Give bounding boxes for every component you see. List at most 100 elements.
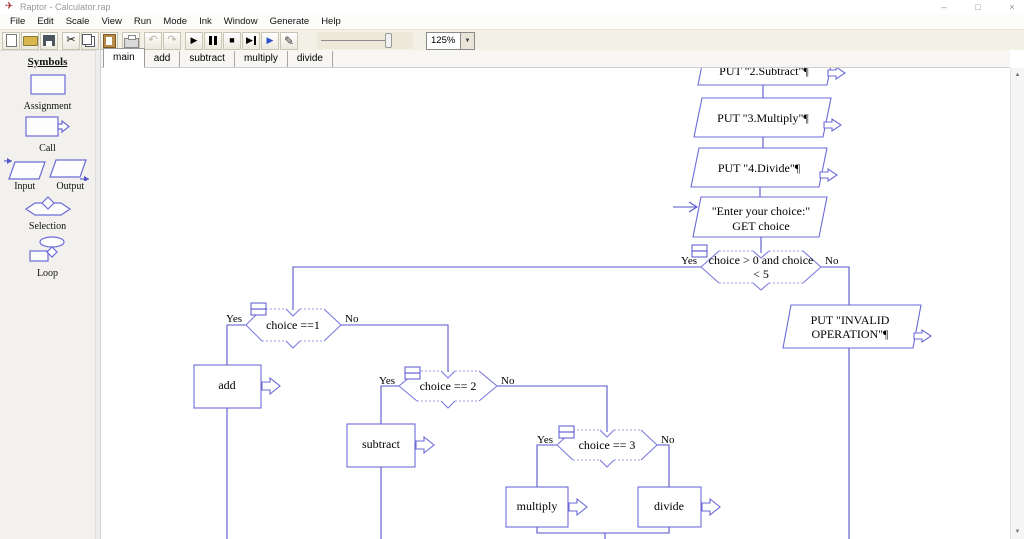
menu-ink[interactable]: Ink: [199, 16, 212, 27]
output-arrow-icon: [827, 68, 846, 80]
menu-generate[interactable]: Generate: [269, 16, 310, 27]
cut-button[interactable]: ✂: [62, 31, 80, 50]
copy-button[interactable]: [81, 31, 99, 50]
flow-text: PUT "3.Multiply"¶: [717, 111, 809, 125]
menu-mode[interactable]: Mode: [163, 16, 188, 27]
stop-button[interactable]: ■: [223, 31, 241, 50]
flow-input-get-choice[interactable]: [692, 196, 828, 238]
symbol-call[interactable]: Call: [0, 116, 95, 154]
close-icon[interactable]: ×: [1009, 2, 1015, 12]
flow-decision-2[interactable]: choice == 2: [398, 366, 498, 409]
symbol-loop[interactable]: Loop: [0, 236, 95, 279]
print-button[interactable]: [122, 31, 140, 50]
pause-button[interactable]: [204, 31, 222, 50]
output-shape-icon: [49, 159, 90, 181]
panel-divider[interactable]: [95, 50, 101, 539]
stop-icon: ■: [229, 35, 235, 45]
connector-no-3: [657, 444, 670, 487]
speed-slider[interactable]: [317, 32, 413, 49]
input-shape-icon: [3, 158, 46, 180]
flow-text: PUT "INVALID: [811, 313, 890, 327]
flow-text: OPERATION"¶: [811, 327, 889, 341]
tab-subtract[interactable]: subtract: [180, 51, 235, 67]
no-label: No: [345, 313, 359, 325]
slider-track[interactable]: [321, 40, 387, 41]
flow-call-divide[interactable]: [637, 486, 702, 528]
scroll-up-icon[interactable]: ▲: [1014, 72, 1021, 78]
step-button[interactable]: ▶: [242, 31, 260, 50]
yes-label: Yes: [681, 255, 697, 267]
connector: [759, 85, 764, 253]
flow-call-add[interactable]: [193, 364, 262, 409]
scroll-down-icon[interactable]: ▼: [1014, 529, 1021, 535]
undo-icon: ↶: [148, 34, 158, 46]
save-floppy-icon: [43, 35, 55, 46]
menu-view[interactable]: View: [101, 16, 122, 27]
tab-divide[interactable]: divide: [288, 51, 333, 67]
tab-add[interactable]: add: [145, 51, 181, 67]
flow-decision-range[interactable]: choice > 0 and choice < 5: [691, 244, 822, 291]
no-label: No: [825, 255, 839, 267]
call-arrow-icon: [701, 498, 721, 516]
menu-edit[interactable]: Edit: [37, 16, 54, 27]
window-controls: – □ ×: [938, 0, 1018, 14]
flow-call-multiply[interactable]: [505, 486, 569, 528]
flow-text: multiply: [517, 499, 558, 513]
undo-button[interactable]: ↶: [144, 31, 162, 50]
step-icon: ▶: [246, 36, 256, 45]
step-into-icon: ▶: [266, 35, 274, 45]
flow-text: "Enter your choice:": [712, 204, 811, 218]
menu-bar: File Edit Scale View Run Mode Ink Window…: [0, 14, 1024, 29]
minimize-icon[interactable]: –: [941, 2, 947, 12]
symbol-output[interactable]: Output: [48, 158, 94, 196]
connector-no-range: [821, 266, 850, 305]
symbol-label: Input: [14, 181, 36, 192]
pen-icon: ✎: [283, 33, 295, 48]
yes-label: Yes: [537, 434, 553, 446]
paste-clipboard-icon: [102, 33, 116, 48]
menu-window[interactable]: Window: [223, 16, 258, 27]
print-icon: [123, 34, 139, 48]
paste-button[interactable]: [100, 31, 118, 50]
ink-pen-button[interactable]: ✎: [280, 31, 298, 50]
tab-main[interactable]: main: [103, 48, 145, 68]
window-title: Raptor - Calculator.rap: [20, 2, 111, 12]
maximize-icon[interactable]: □: [975, 2, 981, 12]
menu-run[interactable]: Run: [133, 16, 152, 27]
symbol-input[interactable]: Input: [2, 158, 48, 196]
symbols-title: Symbols: [27, 56, 68, 68]
menu-help[interactable]: Help: [321, 16, 341, 27]
open-file-button[interactable]: [21, 31, 39, 50]
flow-call-subtract[interactable]: [346, 423, 416, 468]
toolbar: ✂ ↶ ↷ ▶ ■ ▶ ▶ ✎ 125% ▼: [0, 29, 1024, 52]
pause-icon: [209, 36, 217, 45]
new-file-button[interactable]: [2, 31, 20, 50]
connector-yes-2: [380, 385, 399, 424]
flow-decision-3[interactable]: choice == 3: [556, 425, 658, 468]
chevron-down-icon[interactable]: ▼: [460, 32, 474, 49]
redo-button[interactable]: ↷: [163, 31, 181, 50]
flow-output-put-invalid[interactable]: [782, 304, 922, 349]
symbol-selection[interactable]: Selection: [0, 196, 95, 232]
step-into-button[interactable]: ▶: [261, 31, 279, 50]
vertical-scrollbar[interactable]: ▲ ▼: [1010, 68, 1024, 539]
flowchart-canvas[interactable]: PUT "2.Subtract"¶ PUT "3.Multiply"¶ PUT …: [101, 68, 1010, 539]
run-button[interactable]: ▶: [185, 31, 203, 50]
menu-scale[interactable]: Scale: [65, 16, 90, 27]
flow-output-put-multiply[interactable]: [693, 97, 832, 138]
zoom-dropdown[interactable]: 125% ▼: [426, 31, 475, 50]
copy-icon: [82, 34, 92, 45]
tab-multiply[interactable]: multiply: [235, 51, 288, 67]
connector-merge: [536, 527, 670, 539]
flow-decision-1[interactable]: choice ==1: [245, 302, 342, 349]
no-label: No: [501, 375, 515, 387]
save-button[interactable]: [40, 31, 58, 50]
symbol-assignment[interactable]: Assignment: [0, 74, 95, 112]
slider-handle[interactable]: [385, 33, 392, 48]
main-content: main add subtract multiply divide: [101, 48, 1024, 539]
flow-output-put-divide[interactable]: [690, 147, 828, 188]
flow-output-put-subtract[interactable]: [697, 68, 835, 86]
menu-file[interactable]: File: [10, 16, 26, 27]
call-arrow-icon: [415, 436, 435, 454]
selection-shape-icon: [24, 196, 71, 216]
